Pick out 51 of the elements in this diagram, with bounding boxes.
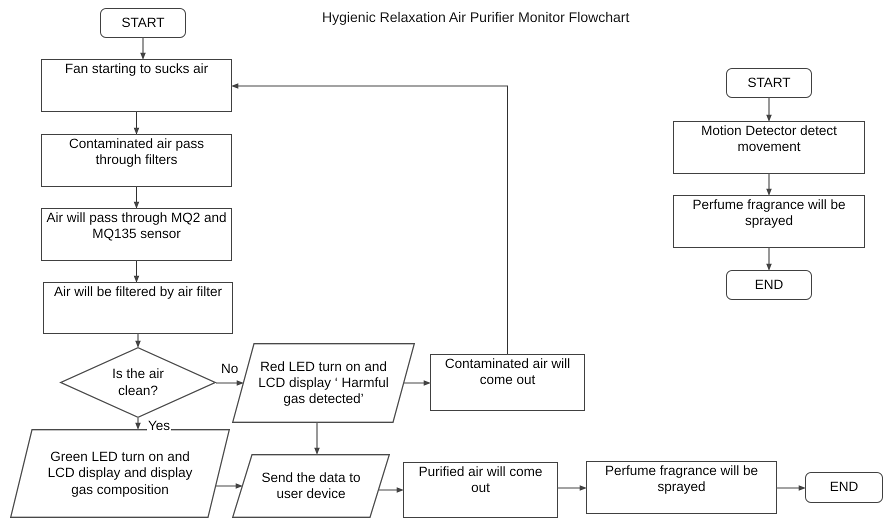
arrow: [140, 38, 146, 60]
node-text: Perfume fragrance will be sprayed: [691, 197, 847, 230]
node-text: END: [754, 276, 784, 294]
arrow: [404, 380, 431, 386]
process-box: [41, 208, 232, 261]
node-text: Contaminated air will come out: [444, 356, 572, 388]
process-box: [41, 134, 232, 187]
node-text: Send the data to user device: [260, 470, 362, 502]
node-text: Contaminated air pass through filters: [68, 136, 206, 168]
node-text: Air will be filtered by air filter: [54, 284, 222, 300]
diagram-title: Hygienic Relaxation Air Purifier Monitor Flowchart: [322, 9, 630, 25]
arrow: [134, 261, 140, 283]
arrow: [216, 380, 244, 386]
arrow: [135, 334, 141, 348]
terminal-box: [100, 8, 186, 38]
arrow: [766, 98, 772, 122]
node-text: Purified air will come out: [418, 464, 544, 496]
arrow: [766, 248, 772, 271]
node-text: Perfume fragrance will be sprayed: [604, 463, 760, 496]
node-text: START: [747, 74, 790, 92]
decision-diamond: [60, 347, 216, 418]
node-text: START: [121, 14, 164, 32]
arrow: [134, 112, 140, 135]
arrow: [314, 423, 320, 455]
arrow: [558, 485, 587, 491]
arrow: [766, 174, 772, 196]
arrow: [378, 487, 404, 493]
arrow: [231, 83, 508, 354]
arrow: [216, 483, 243, 489]
arrow: [134, 187, 140, 209]
node-text: Air will pass through MQ2 and MQ135 sensor: [46, 210, 227, 242]
node-text: Green LED turn on and LCD display and display gas composition: [46, 449, 194, 498]
terminal-box: [805, 472, 883, 503]
node-text: Fan starting to sucks air: [64, 61, 208, 78]
node-text: Motion Detector detect movement: [700, 123, 838, 156]
process-box: [403, 462, 558, 518]
process-box: [673, 121, 865, 174]
node-text: Red LED turn on and LCD display ‘ Harmful gas detected’: [258, 358, 389, 408]
io-parallelogram: [10, 429, 230, 518]
node-text: Is the air clean?: [111, 366, 165, 399]
process-box: [430, 354, 585, 411]
terminal-box: [726, 270, 812, 300]
io-parallelogram: [232, 454, 390, 518]
node-text: END: [830, 479, 858, 496]
arrow: [135, 418, 141, 430]
terminal-box: [726, 68, 812, 98]
arrow: [777, 485, 806, 491]
process-box: [43, 282, 233, 334]
process-box: [586, 461, 777, 514]
process-box: [41, 59, 232, 112]
process-box: [673, 195, 865, 248]
